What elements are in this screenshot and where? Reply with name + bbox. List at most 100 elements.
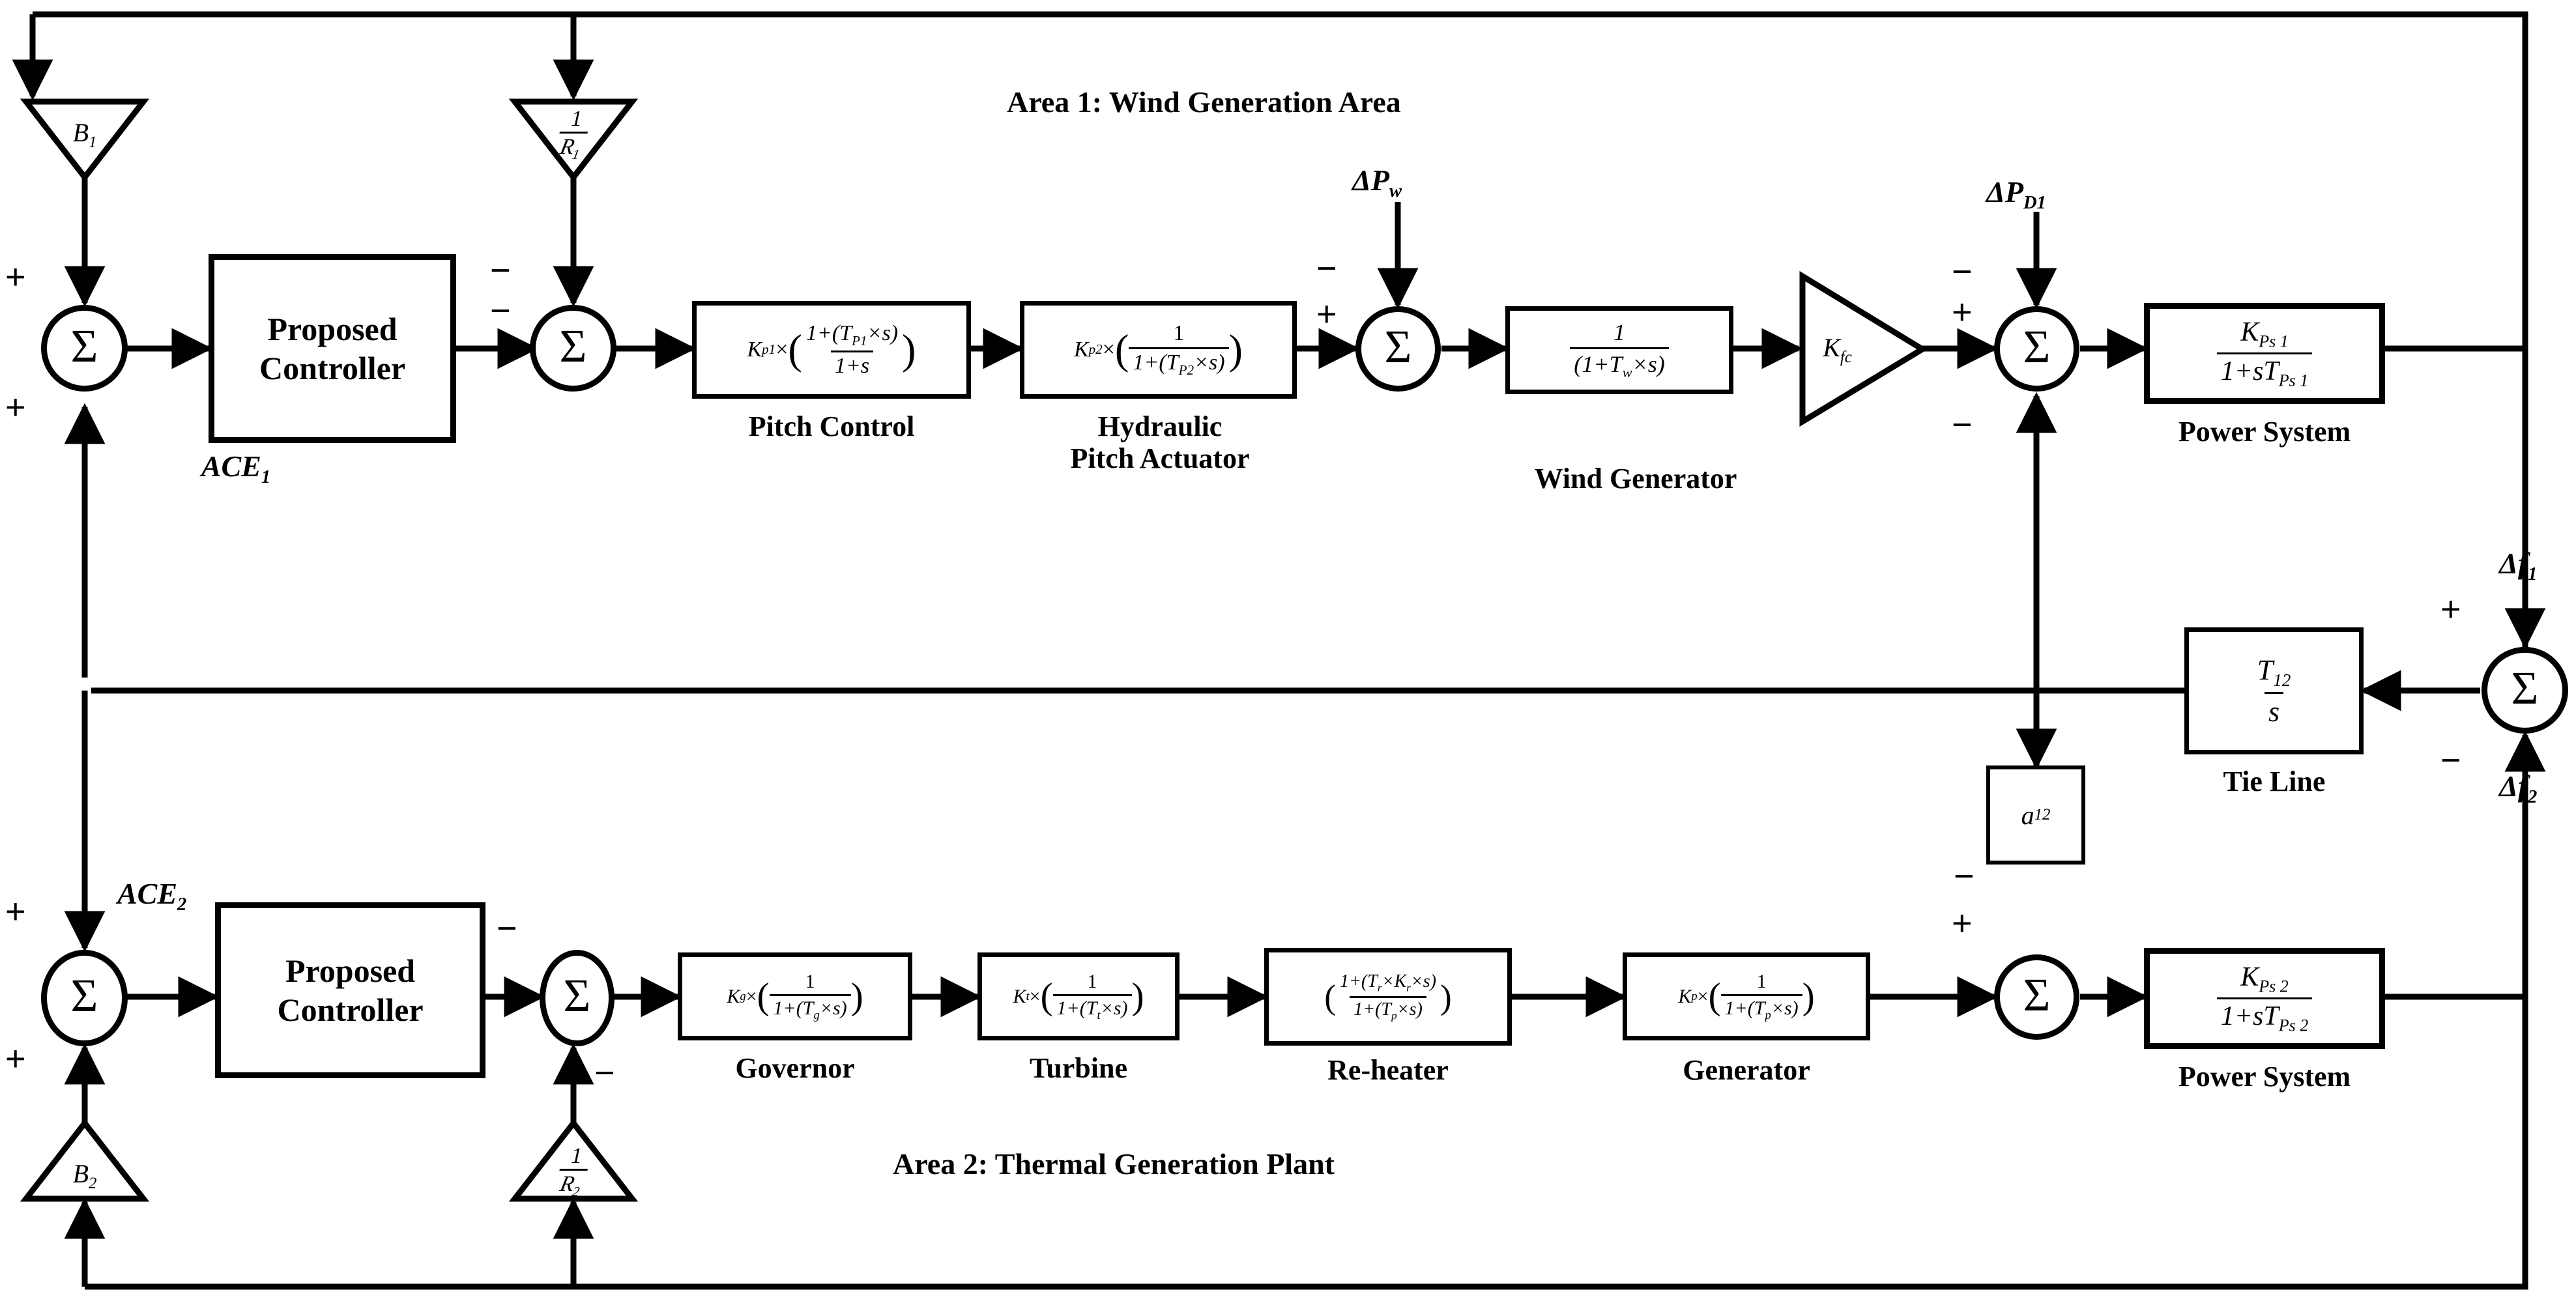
- ps1-den: 1+sT: [2220, 356, 2279, 386]
- pitch-gain-sub: p1: [762, 341, 776, 358]
- turbine-num: 1: [1087, 970, 1097, 992]
- delta-pw-sub: w: [1389, 181, 1402, 202]
- sum-junction-area2-power[interactable]: Σ: [1994, 954, 2079, 1040]
- generator-gain-sub: p: [1691, 989, 1698, 1003]
- turbine-caption: Turbine: [1029, 1052, 1127, 1084]
- sign-plus-delta-f1: +: [2440, 590, 2461, 629]
- ace1-sub: 1: [261, 467, 271, 488]
- pitch-num-sub: P1: [852, 332, 867, 349]
- generator-gain: K: [1678, 985, 1692, 1007]
- delta-pd1-label: ΔPD1: [1986, 175, 2046, 214]
- reheater-den: 1+(T: [1353, 999, 1391, 1020]
- sign-plus-generator-out: +: [1952, 904, 1973, 943]
- ace2-signal: ACE2: [117, 876, 186, 915]
- sign-minus-r1: −: [490, 251, 511, 290]
- a12-label: a: [2021, 800, 2034, 830]
- generator-caption: Generator: [1683, 1054, 1810, 1086]
- reheater-den-tail: ×s): [1397, 999, 1423, 1020]
- sum-junction-area1-power[interactable]: Σ: [1994, 306, 2079, 392]
- wind-generator-caption: Wind Generator: [1534, 463, 1737, 494]
- delta-f1-label: Δf1: [2499, 546, 2537, 585]
- reheater-num-mid: ×K: [1382, 971, 1407, 992]
- ps2-num-sub: Ps 2: [2259, 977, 2289, 995]
- tie-line-block[interactable]: T12 s: [2184, 627, 2364, 754]
- pitch-control-caption: Pitch Control: [748, 410, 915, 442]
- gain-triangle-kfc: Kfc: [1799, 270, 1928, 427]
- controller2-line2: Controller: [277, 992, 424, 1028]
- reheater-num: 1+(T: [1339, 971, 1378, 992]
- gain-r1-num: 1: [568, 107, 585, 131]
- reheater-num-tail: ×s): [1410, 971, 1437, 992]
- wind-den-sub: w: [1622, 364, 1632, 381]
- governor-block[interactable]: Kg× 1 1+(Tg×s): [678, 952, 912, 1040]
- delta-pw-text: ΔP: [1352, 164, 1389, 197]
- power-system-block-area1[interactable]: KPs 1 1+sTPs 1: [2144, 303, 2385, 404]
- sign-minus-delta-pd1: −: [1952, 252, 1973, 291]
- wind-generator-block[interactable]: 1 (1+Tw×s): [1505, 306, 1733, 394]
- sign-minus-delta-f2: −: [2440, 741, 2461, 780]
- delta-f1-sub: 1: [2528, 564, 2538, 585]
- hydraulic-den: 1+(T: [1133, 350, 1179, 375]
- pitch-gain: K: [747, 337, 762, 362]
- sum-junction-ace2[interactable]: Σ: [41, 950, 128, 1046]
- hydraulic-den-tail: ×s): [1194, 350, 1225, 375]
- governor-gain: K: [727, 985, 740, 1007]
- sum-junction-pitch-input[interactable]: Σ: [530, 305, 616, 392]
- pitch-num-tail: ×s): [867, 321, 899, 346]
- generator-den-sub: p: [1765, 1008, 1771, 1022]
- sum-junction-ace1[interactable]: Σ: [41, 305, 128, 392]
- sign-plus-ace1-feedback: +: [5, 388, 26, 427]
- sum-junction-governor-input[interactable]: Σ: [540, 950, 615, 1046]
- a12-sub: 12: [2034, 806, 2051, 823]
- hydraulic-caption-line2: Pitch Actuator: [1070, 442, 1250, 475]
- turbine-den-tail: ×s): [1100, 997, 1128, 1019]
- hydraulic-gain-sub: p2: [1088, 341, 1103, 358]
- governor-den-sub: g: [813, 1008, 820, 1022]
- controller1-line1: Proposed: [267, 311, 398, 347]
- power-system-block-area2[interactable]: KPs 2 1+sTPs 2: [2144, 948, 2385, 1049]
- sum-junction-wind[interactable]: Σ: [1355, 306, 1441, 392]
- ps2-den: 1+sT: [2220, 1001, 2279, 1031]
- kfc-gain-sub: fc: [1840, 349, 1852, 366]
- sign-minus-controller1: −: [490, 291, 511, 330]
- proposed-controller-area1[interactable]: Proposed Controller: [209, 254, 456, 443]
- ace2-label: ACE: [117, 877, 178, 910]
- turbine-den: 1+(T: [1056, 997, 1097, 1019]
- pitch-control-block[interactable]: Kp1× 1+(TP1×s) 1+s: [692, 301, 971, 399]
- gain-b1-label: B: [72, 118, 89, 147]
- ace1-label: ACE: [201, 450, 261, 483]
- tie-num: T: [2257, 654, 2274, 687]
- proposed-controller-area2[interactable]: Proposed Controller: [215, 902, 485, 1078]
- gain-triangle-b1: B1: [20, 98, 150, 182]
- ace2-sub: 2: [177, 894, 187, 915]
- reheater-block[interactable]: 1+(Tr×Kr×s) 1+(Tp×s): [1264, 948, 1512, 1046]
- turbine-block[interactable]: Kt× 1 1+(Tt×s): [977, 952, 1179, 1040]
- sign-minus-tie-area1: −: [1952, 405, 1973, 444]
- sign-plus-ace2-input: +: [5, 892, 26, 931]
- hydraulic-pitch-actuator-block[interactable]: Kp2× 1 1+(TP2×s): [1020, 301, 1297, 399]
- power-system-caption-area2: Power System: [2178, 1061, 2351, 1093]
- area2-title: Area 2: Thermal Generation Plant: [893, 1147, 1335, 1180]
- reheater-num-sub: r: [1377, 981, 1382, 994]
- hydraulic-den-sub: P2: [1178, 362, 1194, 378]
- gain-triangle-r1: 1 R1: [508, 98, 639, 182]
- delta-pd1-text: ΔP: [1986, 175, 2023, 208]
- delta-f1-text: Δf: [2499, 547, 2528, 580]
- sign-minus-r2: −: [594, 1053, 615, 1093]
- generator-num: 1: [1756, 970, 1767, 992]
- ps1-den-sub: Ps 1: [2278, 371, 2309, 390]
- delta-pd1-sub: D1: [2023, 193, 2046, 214]
- pitch-den: 1+s: [830, 350, 874, 379]
- pitch-num: 1+(T: [805, 321, 852, 346]
- reheater-num-sub2: r: [1406, 981, 1411, 994]
- kfc-gain: K: [1823, 333, 1840, 362]
- governor-den: 1+(T: [773, 997, 814, 1019]
- hydraulic-gain: K: [1073, 337, 1089, 362]
- reheater-den-sub: p: [1391, 1009, 1397, 1022]
- sum-junction-tie-line[interactable]: Σ: [2482, 647, 2568, 734]
- generator-block[interactable]: Kp× 1 1+(Tp×s): [1623, 952, 1870, 1040]
- generator-den-tail: ×s): [1771, 997, 1799, 1019]
- power-system-caption-area1: Power System: [2178, 416, 2351, 448]
- ps1-num-sub: Ps 1: [2259, 332, 2289, 350]
